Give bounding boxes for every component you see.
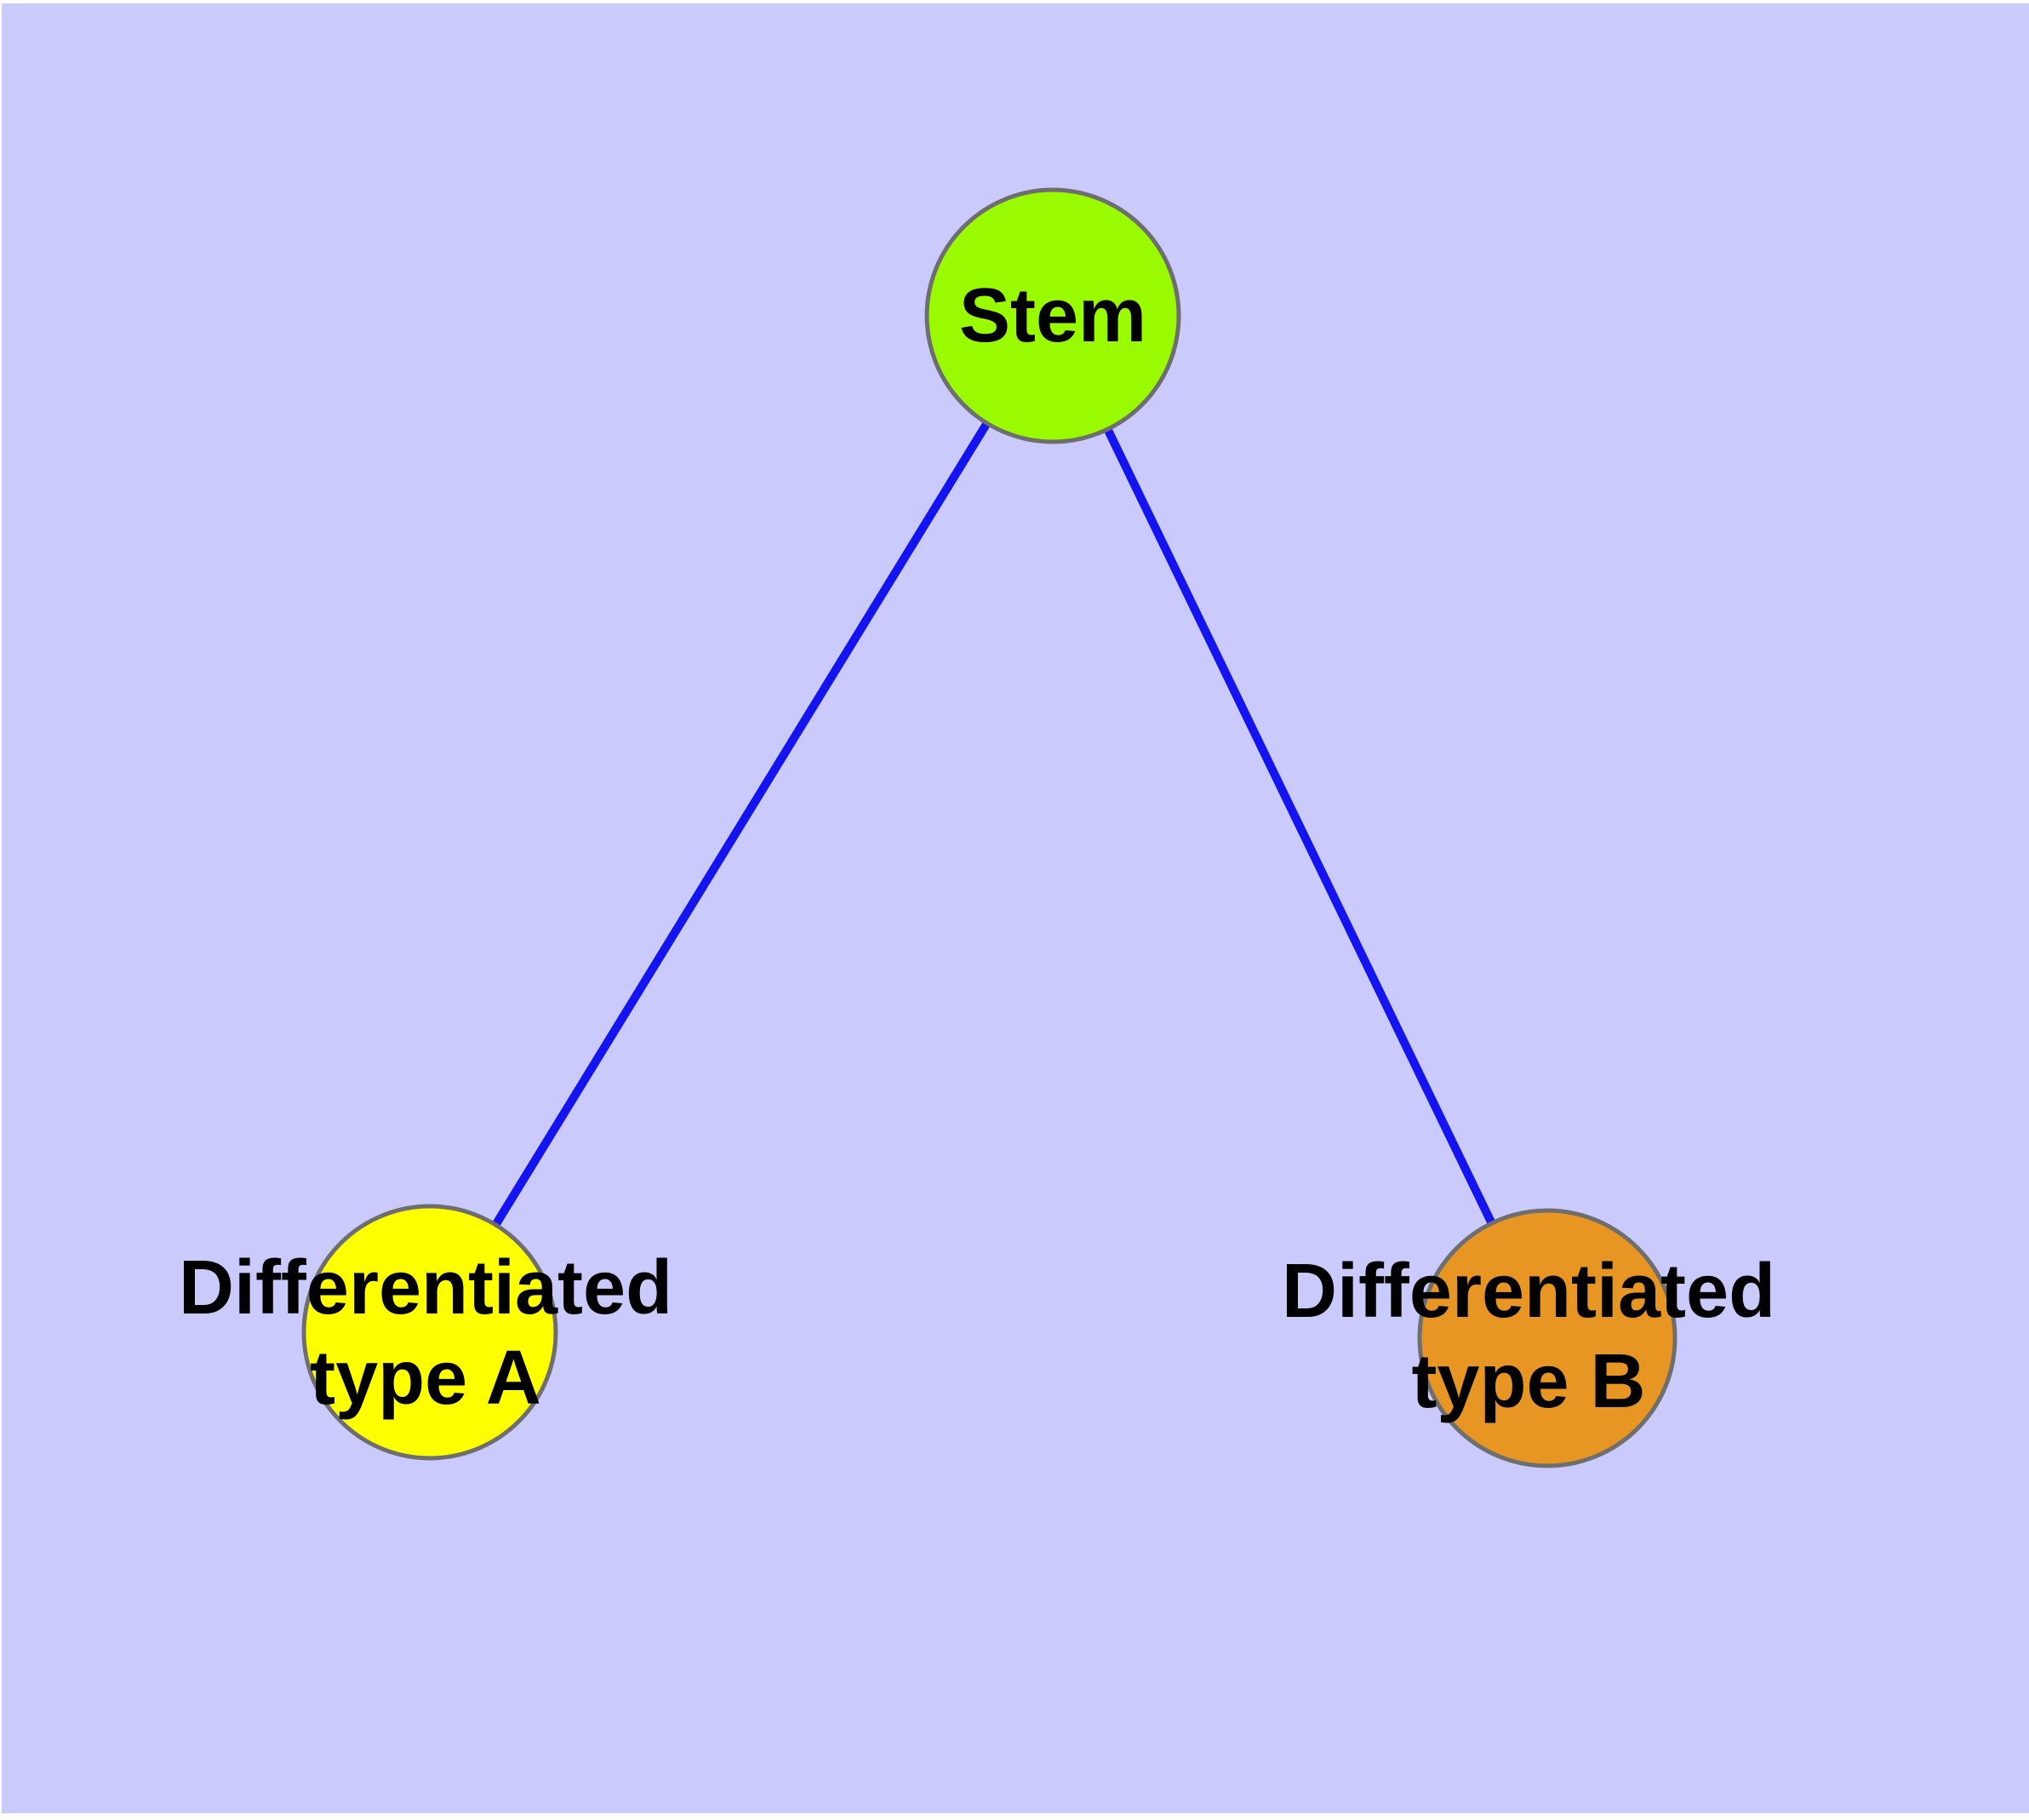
- node-stem-circle[interactable]: [924, 187, 1181, 444]
- node-type-b-circle[interactable]: [1417, 1208, 1677, 1468]
- node-type-b-label-line1: Differentiated: [1281, 1249, 1776, 1334]
- node-type-a-label-line1: Differentiated: [178, 1245, 673, 1331]
- edge-stem-to-type-a[interactable]: [426, 313, 1057, 1335]
- node-type-a-circle[interactable]: [301, 1204, 558, 1461]
- node-type-b-label: Differentiated type B: [1282, 1246, 1775, 1427]
- node-type-a-label-line2: type A: [310, 1336, 541, 1421]
- node-type-a-label: Differentiated type A: [179, 1243, 672, 1423]
- node-stem-label-text: Stem: [958, 273, 1147, 358]
- node-type-b-label-line2: type B: [1411, 1339, 1646, 1424]
- edge-stem-to-type-b[interactable]: [1049, 313, 1552, 1341]
- node-stem-label: Stem: [959, 271, 1146, 361]
